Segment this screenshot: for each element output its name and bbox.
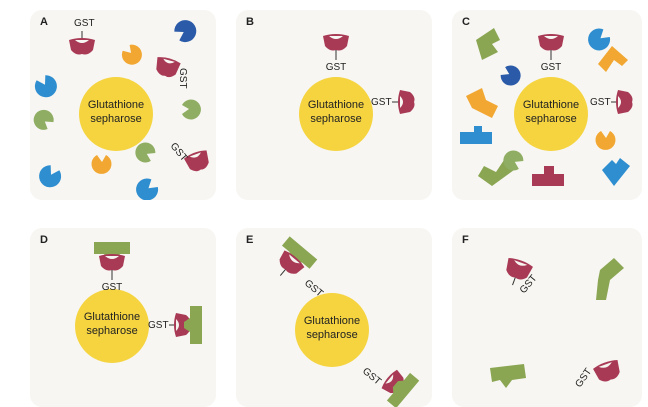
panel-c-drawing: Glutathione sepharose GST GST [460, 28, 633, 186]
green-target-protein [476, 28, 500, 60]
gst-protein [506, 258, 533, 286]
bead-label-line2: sepharose [86, 325, 137, 337]
green-protein [503, 150, 524, 171]
panel-f-drawing: GST GST [490, 258, 624, 390]
glutathione-bead [75, 289, 149, 363]
panel-d-drawing: Glutathione sepharose GST GST [75, 242, 202, 363]
gst-protein [611, 90, 633, 114]
magenta-target-protein [532, 166, 564, 186]
green-protein [135, 142, 156, 163]
blue-protein [588, 28, 611, 51]
orange-protein [91, 155, 112, 174]
orange-target-protein [466, 88, 498, 118]
panel-label: F [462, 234, 469, 246]
dark-blue-protein [174, 20, 197, 43]
green-protein [182, 99, 201, 120]
green-protein [33, 109, 54, 130]
gst-label: GST [541, 62, 562, 73]
panel-label: D [40, 234, 48, 246]
panel-label: E [246, 234, 254, 246]
bead-label-line2: sepharose [306, 329, 357, 341]
blue-protein [136, 178, 159, 200]
green-target-protein [596, 258, 624, 300]
green-target-protein [478, 160, 514, 186]
glutathione-bead [299, 77, 373, 151]
gst-label: GST [74, 18, 95, 29]
gst-protein [538, 34, 564, 60]
glutathione-bead [514, 77, 588, 151]
glutathione-bead [295, 293, 369, 367]
green-target-protein [94, 242, 130, 260]
gst-label: GST [177, 68, 188, 89]
green-target-protein [490, 364, 526, 388]
gst-protein [323, 34, 349, 60]
gst-target-complex [381, 369, 420, 407]
gst-protein [169, 313, 191, 337]
gst-label: GST [326, 62, 347, 73]
gst-label: GST [573, 367, 594, 390]
blue-target-protein [602, 158, 630, 186]
gst-label: GST [360, 366, 383, 388]
bead-label-line2: sepharose [525, 113, 576, 125]
blue-target-protein [460, 126, 492, 144]
gst-target-complex [279, 236, 318, 276]
gst-label: GST [371, 97, 392, 108]
panel-label: B [246, 16, 254, 28]
panel-b-drawing: Glutathione sepharose GST GST [299, 34, 415, 151]
gst-protein [99, 254, 125, 280]
orange-protein [121, 44, 142, 65]
bead-label-line2: sepharose [310, 113, 361, 125]
blue-protein [39, 165, 62, 188]
panel-f: GST GST F [452, 228, 642, 407]
orange-protein [595, 131, 616, 150]
orange-target-protein [598, 46, 628, 72]
dark-blue-protein [500, 65, 521, 86]
blue-protein [34, 75, 57, 98]
bead-label-line1: Glutathione [84, 311, 140, 323]
panel-b: Glutathione sepharose GST GST B [236, 10, 432, 200]
bead-label-line2: sepharose [90, 113, 141, 125]
panel-e-drawing: Glutathione sepharose GST GST [279, 236, 420, 407]
panel-c: Glutathione sepharose GST GST [452, 10, 642, 200]
bead-label-line1: Glutathione [308, 99, 364, 111]
glutathione-bead [79, 77, 153, 151]
gst-label: GST [102, 282, 123, 293]
panel-a-drawing: Glutathione sepharose GST GST GST [33, 18, 209, 200]
gst-label: GST [148, 320, 169, 331]
gst-protein [392, 90, 415, 114]
panel-label: C [462, 16, 470, 28]
bead-label-line1: Glutathione [523, 99, 579, 111]
gst-label: GST [590, 97, 611, 108]
panel-d: Glutathione sepharose GST GST D [30, 228, 216, 407]
panel-e: Glutathione sepharose GST GST E [236, 228, 432, 407]
bead-label-line1: Glutathione [304, 315, 360, 327]
gst-protein [69, 31, 95, 55]
gst-protein [156, 57, 181, 78]
panel-a: Glutathione sepharose GST GST GST [30, 10, 216, 200]
gst-protein [183, 150, 209, 172]
panel-label: A [40, 16, 48, 28]
bead-label-line1: Glutathione [88, 99, 144, 111]
green-target-protein [184, 306, 202, 344]
gst-protein [593, 360, 620, 382]
